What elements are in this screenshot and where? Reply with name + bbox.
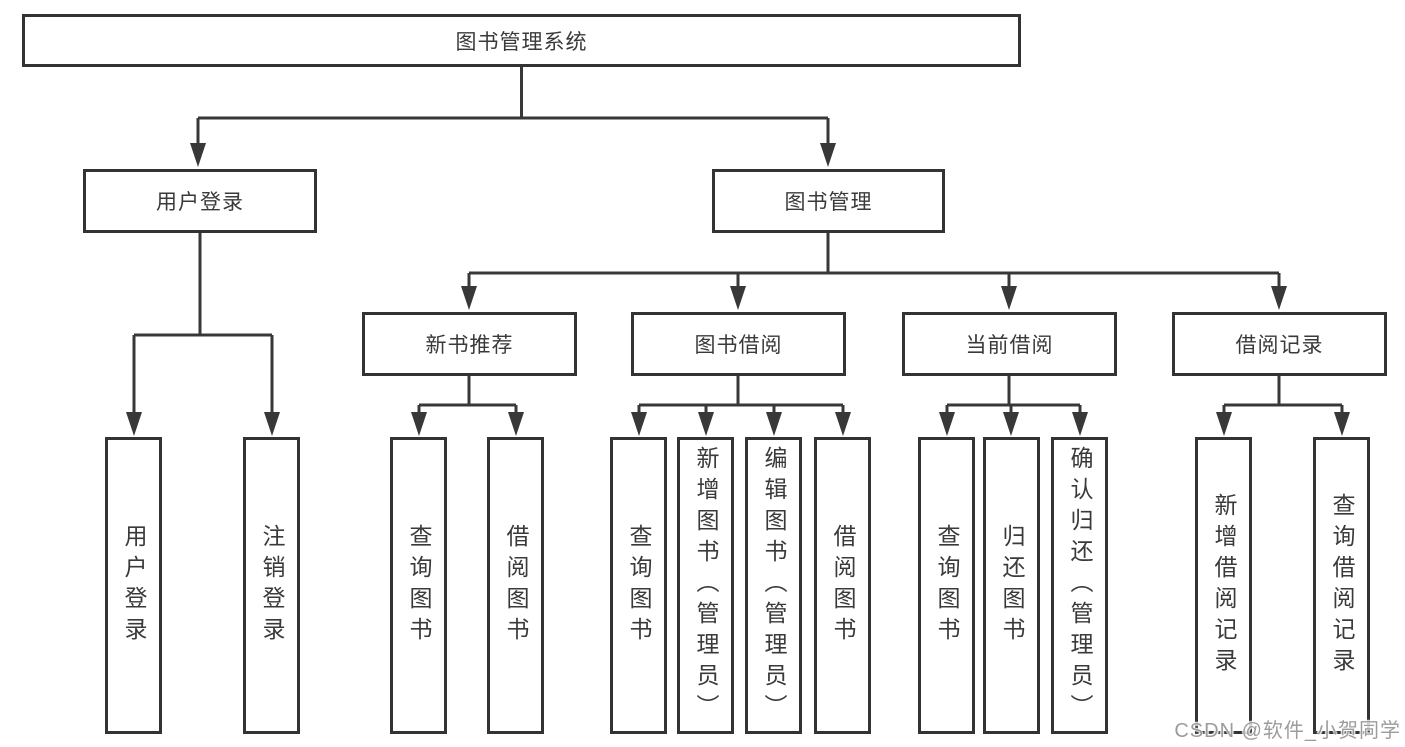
node-borrow-records: 借阅记录	[1172, 312, 1387, 376]
leaf-label: 编辑图书（管理员）	[761, 446, 787, 725]
leaf-add-borrow-record: 新增借阅记录	[1195, 437, 1252, 734]
leaf-label: 查询图书	[626, 523, 652, 648]
node-label: 用户登录	[156, 191, 244, 214]
node-label: 图书管理	[784, 191, 873, 214]
leaf-label: 新增图书（管理员）	[693, 446, 719, 725]
leaf-borrow-books: 借阅图书	[814, 437, 871, 734]
leaf-label: 归还图书	[999, 523, 1025, 648]
node-label: 图书管理系统	[455, 30, 588, 54]
leaf-confirm-return-admin: 确认归还（管理员）	[1051, 437, 1108, 734]
node-book-management: 图书管理	[712, 169, 945, 233]
node-label: 借阅记录	[1235, 334, 1324, 357]
node-label: 当前借阅	[965, 334, 1054, 357]
leaf-label: 新增借阅记录	[1211, 492, 1237, 679]
leaf-label: 借阅图书	[503, 523, 529, 648]
leaf-logout: 注销登录	[243, 437, 300, 734]
node-user-login: 用户登录	[83, 169, 317, 233]
leaf-return-books: 归还图书	[983, 437, 1040, 734]
node-library-management-system: 图书管理系统	[22, 14, 1021, 67]
leaf-label: 确认归还（管理员）	[1067, 446, 1093, 725]
leaf-label: 用户登录	[121, 523, 147, 648]
leaf-label: 注销登录	[259, 523, 285, 648]
node-label: 图书借阅	[694, 334, 783, 357]
leaf-borrow-books-recommend: 借阅图书	[487, 437, 544, 734]
node-new-book-recommend: 新书推荐	[362, 312, 577, 376]
leaf-label: 查询图书	[934, 523, 960, 648]
leaf-query-books-current: 查询图书	[918, 437, 975, 734]
leaf-edit-book-admin: 编辑图书（管理员）	[745, 437, 802, 734]
node-book-borrow: 图书借阅	[631, 312, 846, 376]
leaf-add-book-admin: 新增图书（管理员）	[677, 437, 734, 734]
arrowheads	[126, 143, 1350, 436]
csdn-watermark: CSDN @软件_小贺同学	[1174, 720, 1401, 742]
node-label: 新书推荐	[425, 334, 514, 357]
leaf-label: 借阅图书	[830, 523, 856, 648]
leaf-user-login: 用户登录	[105, 437, 162, 734]
leaf-label: 查询图书	[406, 523, 432, 648]
connector-paths	[132, 67, 1344, 420]
leaf-label: 查询借阅记录	[1329, 492, 1355, 679]
leaf-query-borrow-record: 查询借阅记录	[1313, 437, 1370, 734]
leaf-query-books-recommend: 查询图书	[390, 437, 447, 734]
node-current-borrow: 当前借阅	[902, 312, 1117, 376]
leaf-query-books-borrow: 查询图书	[610, 437, 667, 734]
